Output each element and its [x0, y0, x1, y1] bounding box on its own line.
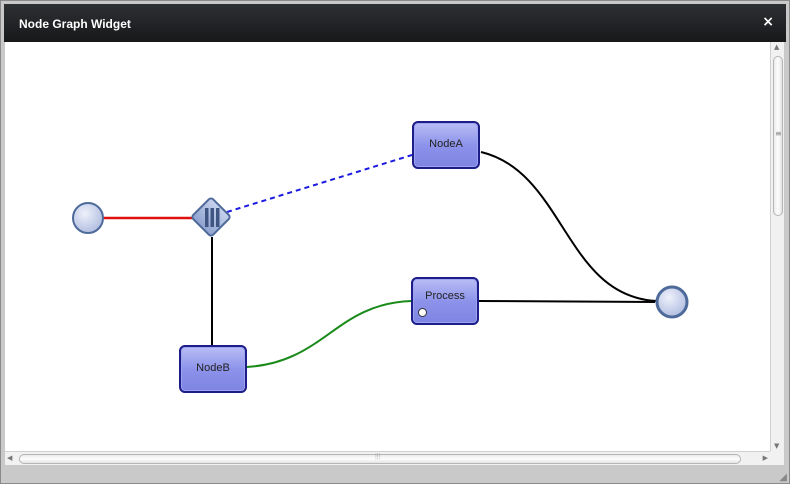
scroll-corner — [770, 451, 784, 465]
parallel-bars-diamond-icon[interactable] — [191, 197, 231, 237]
close-icon[interactable]: × — [762, 14, 774, 30]
process-node[interactable]: Process — [411, 277, 479, 325]
node-b[interactable]: NodeB — [179, 345, 247, 393]
node-a-label: NodeA — [429, 138, 463, 150]
right-arrow-icon[interactable]: ▶ — [762, 454, 768, 462]
down-arrow-icon[interactable]: ▼ — [774, 442, 780, 450]
graph-viewport[interactable]: NodeA NodeB Process ▲ ≡ ▼ ◀ ⦙⦙⦙ ▶ — [5, 42, 784, 465]
process-node-label: Process — [425, 290, 465, 302]
output-terminal[interactable] — [655, 285, 689, 319]
horizontal-scroll-thumb[interactable]: ⦙⦙⦙ — [19, 452, 741, 464]
edge-nodeb-to-process[interactable] — [246, 300, 412, 368]
edge-nodea-to-output[interactable] — [480, 151, 658, 302]
vertical-scrollbar[interactable]: ▲ ≡ ▼ — [770, 42, 784, 451]
vertical-scroll-thumb[interactable]: ≡ — [773, 56, 783, 216]
grip-icon: ⦙⦙⦙ — [375, 452, 381, 461]
up-arrow-icon[interactable]: ▲ — [774, 43, 780, 51]
resize-grip-icon[interactable]: ◢ — [779, 472, 787, 483]
horizontal-scrollbar[interactable]: ◀ ⦙⦙⦙ ▶ — [5, 451, 770, 465]
left-arrow-icon[interactable]: ◀ — [7, 454, 13, 462]
input-terminal[interactable] — [72, 202, 104, 234]
node-b-label: NodeB — [196, 362, 230, 374]
window-title: Node Graph Widget — [19, 17, 131, 31]
graph-canvas[interactable] — [5, 42, 770, 451]
edge-merge-to-nodea[interactable] — [226, 154, 413, 213]
grip-icon: ≡ — [775, 129, 782, 138]
node-a[interactable]: NodeA — [412, 121, 480, 169]
title-bar[interactable]: Node Graph Widget × — [4, 4, 786, 42]
edge-process-to-output[interactable] — [478, 300, 656, 303]
process-input-port[interactable] — [418, 308, 427, 317]
